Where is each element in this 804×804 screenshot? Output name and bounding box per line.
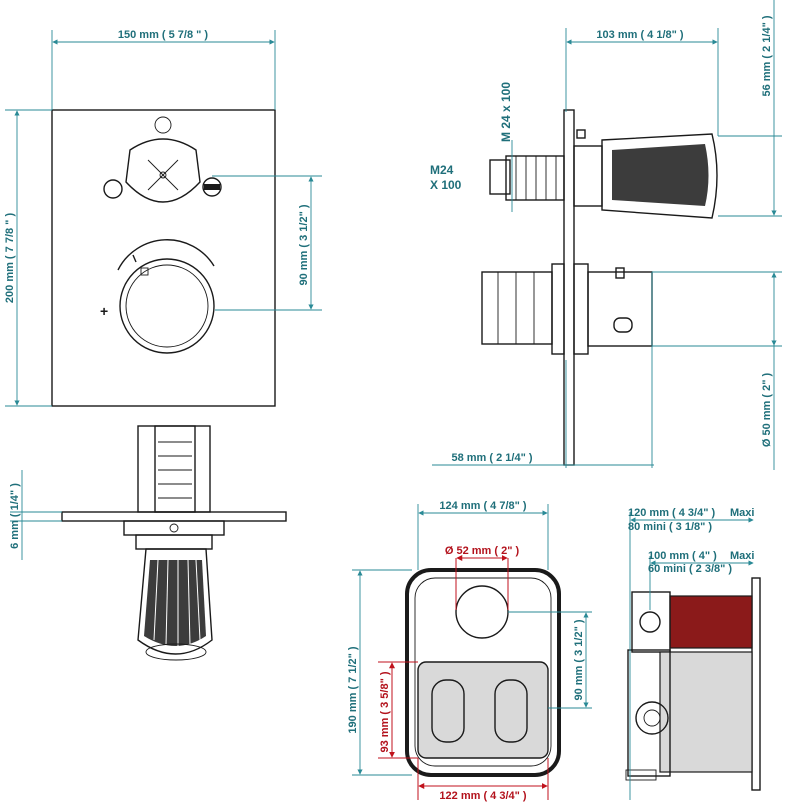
section-view: 6 mm ( 1/4" ) — [9, 425, 287, 661]
thermostat-knob-icon — [117, 239, 215, 354]
rough-in-max-tag: Maxi — [730, 507, 754, 519]
side-bottom-body — [481, 263, 653, 355]
rough-in-width-label: 124 mm ( 4 7/8" ) — [439, 500, 526, 512]
side-view: 103 mm ( 4 1/8" ) 56 mm ( 2 1/4" ) M 24 … — [430, 0, 782, 470]
front-plate — [51, 109, 276, 407]
front-center-distance-label: 90 mm ( 3 1/2" ) — [298, 204, 310, 285]
section-plate-thickness-label: 6 mm ( 1/4" ) — [9, 483, 21, 549]
diverter-handle-icon — [103, 116, 222, 203]
rough-in-wall — [751, 577, 761, 791]
rough-in-hole — [455, 585, 509, 639]
front-width-label: 150 mm ( 5 7/8 " ) — [118, 29, 209, 41]
side-wall-depth-label: 58 mm ( 2 1/4" ) — [451, 452, 532, 464]
rough-in-red-box — [669, 595, 753, 649]
rough-in-side-view: 120 mm ( 4 3/4" ) Maxi 80 mini ( 3 1/8" … — [625, 507, 761, 800]
rough-in-max-depth-label: 120 mm ( 4 3/4" ) — [628, 507, 715, 519]
section-plate — [61, 511, 287, 522]
rough-in-height-label: 190 mm ( 7 1/2" ) — [347, 646, 359, 733]
rough-in-center-label: 90 mm ( 3 1/2" ) — [573, 619, 585, 700]
rough-in-min-depth-label: 80 mini ( 3 1/8" ) — [628, 521, 712, 533]
rough-in-max-depth2-label: 100 mm ( 4" ) — [648, 550, 717, 562]
rough-in-min-depth2-label: 60 mini ( 2 3/8" ) — [648, 563, 732, 575]
side-top-height-label: 56 mm ( 2 1/4" ) — [761, 15, 773, 96]
thread-label-vertical: M 24 x 100 — [499, 82, 513, 142]
rough-in-inner-box — [417, 661, 549, 759]
rough-in-hole-label: Ø 52 mm ( 2" ) — [445, 545, 520, 557]
front-height-label: 200 mm ( 7 7/8 " ) — [4, 213, 16, 304]
thread-label-line1: M24 — [430, 163, 454, 177]
rough-in-inner-width-label: 122 mm ( 4 3/4" ) — [439, 790, 526, 802]
rough-in-frame-outer — [405, 568, 561, 777]
rough-in-inner-height-label: 93 mm ( 3 5/8" ) — [379, 671, 391, 752]
side-wall-plate — [563, 109, 575, 466]
side-bottom-diameter-label: Ø 50 mm ( 2" ) — [761, 373, 773, 448]
side-top-handle — [489, 129, 718, 219]
side-depth-label: 103 mm ( 4 1/8" ) — [596, 29, 683, 41]
plus-symbol: + — [100, 303, 108, 319]
rough-in-max-tag2: Maxi — [730, 550, 754, 562]
thread-label-line2: X 100 — [430, 178, 462, 192]
rough-in-front-view: 124 mm ( 4 7/8" ) Ø 52 mm ( 2" ) 190 mm … — [347, 500, 592, 802]
front-view: 150 mm ( 5 7/8 " ) 200 mm ( 7 7/8 " ) + — [4, 29, 322, 407]
